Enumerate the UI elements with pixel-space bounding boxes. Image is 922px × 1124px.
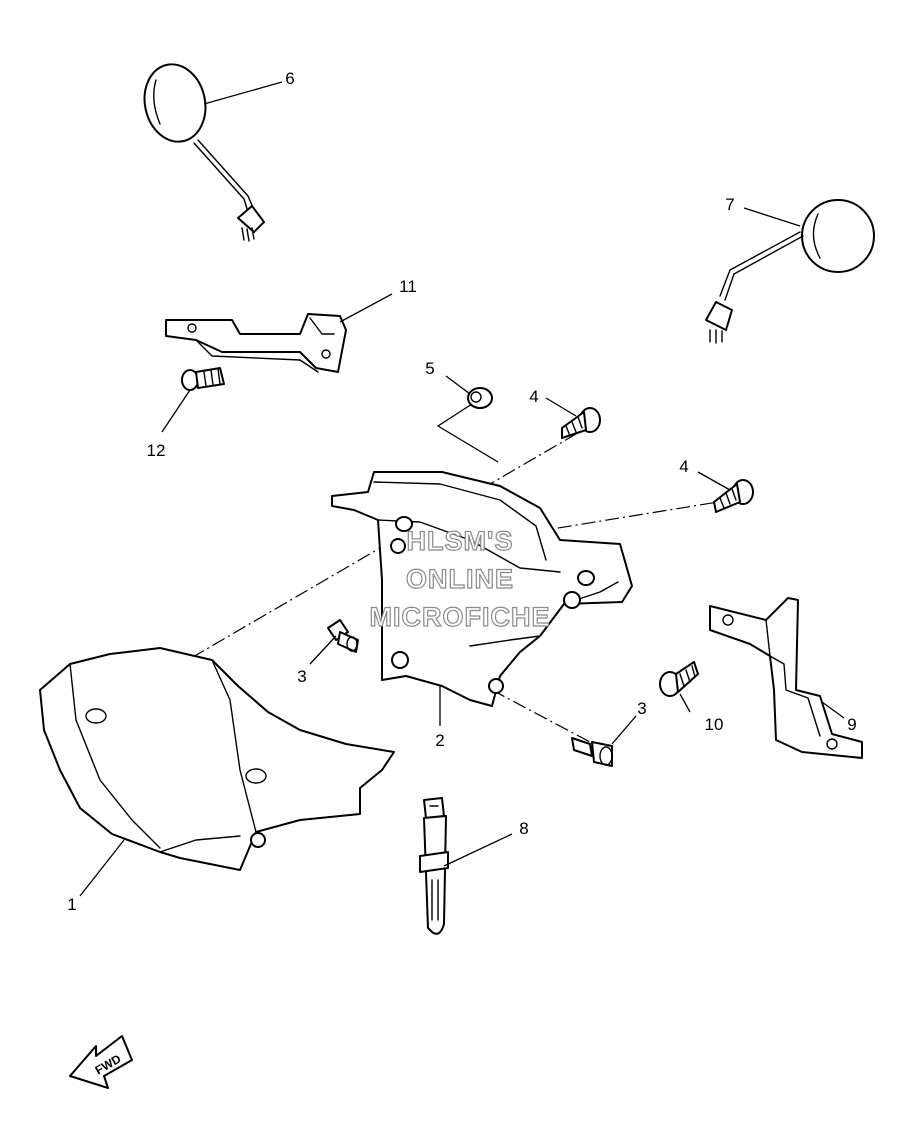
callout-6: 6	[285, 69, 294, 88]
callout-3-right: 3	[637, 699, 646, 718]
bracket-large	[709, 597, 863, 759]
fwd-arrow-icon: FWD	[69, 1035, 133, 1089]
callout-numbers: 6 7 11 12 5 4 4 3 2 3 10 9 8 1	[67, 69, 856, 914]
watermark-line-3: MICROFICHE	[370, 602, 551, 632]
bolt-4-right	[713, 479, 754, 513]
bracket-small	[165, 313, 347, 373]
mirror-left	[143, 63, 265, 242]
callout-8: 8	[519, 819, 528, 838]
callout-7: 7	[725, 195, 734, 214]
callout-10: 10	[705, 715, 724, 734]
callout-11: 11	[399, 277, 417, 296]
callout-4-right: 4	[679, 457, 688, 476]
watermark: HLSM'S ONLINE MICROFICHE	[369, 525, 551, 632]
callout-9: 9	[847, 715, 856, 734]
callout-4-upper: 4	[529, 387, 538, 406]
handlebar-cover-rear	[331, 471, 633, 707]
clip-nut-5	[467, 387, 493, 409]
mirror-right	[705, 199, 875, 344]
bolt-3-right	[571, 737, 613, 767]
callout-2: 2	[435, 731, 444, 750]
callout-12: 12	[147, 441, 166, 460]
callout-3-left: 3	[297, 667, 306, 686]
bolt-3-left	[327, 619, 359, 653]
bolt-4-upper	[561, 407, 601, 439]
cable-tie	[419, 797, 449, 935]
screw-12	[181, 367, 225, 391]
leader-lines	[79, 81, 845, 897]
screw-10	[659, 661, 699, 697]
callout-1: 1	[67, 895, 76, 914]
callout-5: 5	[425, 359, 434, 378]
watermark-line-2: ONLINE	[406, 564, 514, 594]
handlebar-cover-front	[39, 647, 395, 871]
watermark-line-1: HLSM'S	[407, 526, 514, 556]
